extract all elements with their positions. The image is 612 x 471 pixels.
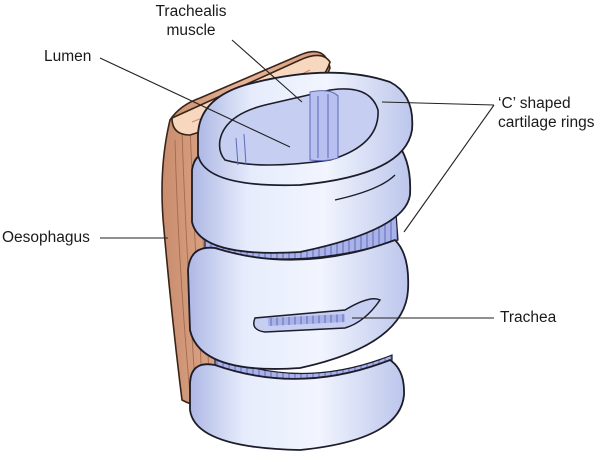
trachea-shape	[187, 71, 414, 451]
c-rings-leader-bottom	[403, 104, 495, 233]
trachea-label: Trachea	[500, 309, 557, 326]
lumen-label: Lumen	[44, 48, 92, 65]
lumen-leader	[99, 57, 291, 148]
c-rings-label-line2: cartilage rings	[498, 114, 595, 131]
trachealis-label: Trachealis muscle	[146, 2, 236, 40]
c-rings-label: ‘C’ shaped cartilage rings	[498, 94, 595, 132]
c-rings-leader-top	[381, 101, 495, 106]
leader-lines	[99, 39, 495, 319]
trachealis-label-line2: muscle	[166, 22, 216, 39]
trachealis-leader	[231, 39, 303, 103]
c-rings-label-line1: ‘C’ shaped	[498, 95, 571, 112]
trachealis-label-line1: Trachealis	[155, 3, 227, 20]
oesophagus-label: Oesophagus	[2, 229, 90, 246]
